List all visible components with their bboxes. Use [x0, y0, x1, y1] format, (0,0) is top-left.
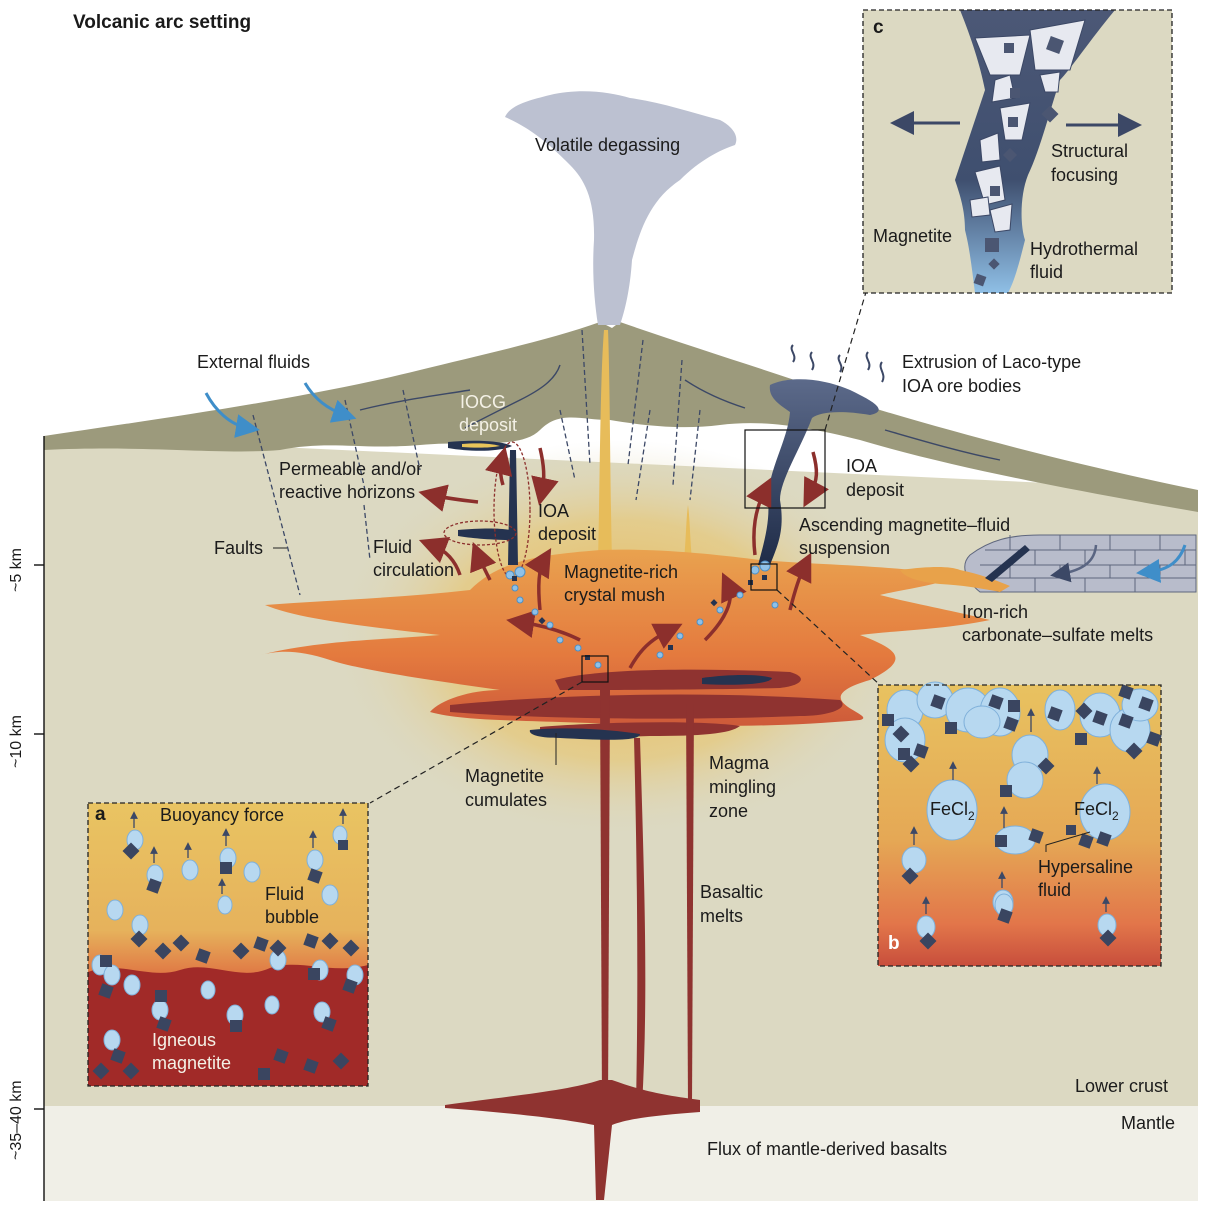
iocg-vein: [458, 450, 518, 565]
label-cumulates-line1: Magnetite: [465, 766, 545, 786]
label-permeable-line1: Permeable and/or: [279, 459, 423, 479]
label-crystal-mush-line1: Magnetite-rich: [564, 562, 679, 582]
label-iron-rich-line1: Iron-rich: [962, 602, 1029, 622]
label-external-fluids: External fluids: [197, 352, 311, 372]
label-mantle: Mantle: [1121, 1113, 1176, 1133]
label-faults: Faults: [214, 538, 264, 558]
basalt-flux: [445, 1080, 700, 1200]
inset-b-hypersaline-line1: Hypersaline: [1038, 857, 1134, 877]
magnetite-lens: [702, 675, 772, 685]
depth-label-5km: ~5 km: [8, 547, 25, 592]
inset-b-magnetite: [882, 684, 1162, 950]
inset-b-buoyancy-arrows: [910, 708, 1110, 914]
label-mingling-line2: mingling: [709, 777, 777, 797]
basalt-feeder-1: [600, 690, 610, 1106]
steam-icon: [790, 344, 885, 383]
inset-a-igneous-line1: Igneous: [152, 1030, 217, 1050]
label-permeable-line2: reactive horizons: [279, 482, 416, 502]
inset-a-fluid-line2: bubble: [265, 907, 320, 927]
inset-c-magnetite: Magnetite: [873, 226, 953, 246]
label-crystal-mush-line2: crystal mush: [564, 585, 666, 605]
diagram-title: Volcanic arc setting: [73, 12, 252, 33]
inset-a-fluid-line1: Fluid: [265, 884, 305, 904]
label-iocg-deposit-line2: deposit: [459, 415, 518, 435]
label-extrusion-line2: IOA ore bodies: [902, 376, 1022, 396]
structural-focusing-arrows: [890, 111, 1142, 137]
hypersaline-leader: [1045, 831, 1091, 852]
central-conduit: [598, 330, 612, 560]
basalt-feeder-3: [686, 700, 694, 1106]
magnetite-cumulates: [529, 728, 640, 740]
label-cumulates-line2: cumulates: [465, 790, 548, 810]
inset-c-structural-line1: Structural: [1051, 141, 1129, 161]
inset-a-igneous-line2: magnetite: [152, 1053, 232, 1073]
laco-ioa-body: [758, 379, 879, 565]
inset-a-panel: [87, 802, 369, 1087]
inset-c-structural-line2: focusing: [1051, 165, 1119, 185]
inset-c-hydrothermal-line2: fluid: [1030, 262, 1064, 282]
external-fluid-arrows: [204, 382, 1187, 583]
label-flux: Flux of mantle-derived basalts: [707, 1139, 948, 1159]
inset-a-magnetite: [92, 840, 360, 1080]
label-mingling-line1: Magma: [709, 753, 770, 773]
label-volatile-degassing: Volatile degassing: [535, 135, 681, 155]
faults: [252, 329, 701, 596]
label-ioa-left-line1: IOA: [538, 501, 570, 521]
label-iocg-deposit-line1: IOCG: [460, 392, 507, 412]
magma-lens-upper: [555, 669, 801, 690]
inset-c-letter: c: [873, 17, 884, 38]
label-extrusion-line1: Extrusion of Laco-type: [902, 352, 1082, 372]
label-ioa-right-line1: IOA: [846, 456, 878, 476]
inset-a-letter: a: [95, 804, 106, 825]
breccia-clasts: [969, 19, 1086, 233]
inset-b-locator: [750, 563, 778, 591]
magnetite-fluid-stream: [505, 560, 779, 669]
magma-chamber: [260, 549, 990, 726]
iron-rich-melt-tongue: [900, 567, 1010, 592]
inset-c-hydrothermal-line1: Hydrothermal: [1030, 239, 1139, 259]
permeable-outline-vertical: [493, 441, 531, 579]
inset-a-buoyancy-arrows: [130, 808, 347, 894]
depth-label-35km: ~35–40 km: [8, 1080, 25, 1160]
label-ascending-line1: Ascending magnetite–fluid: [799, 515, 1011, 535]
inset-c-magnetite: [973, 36, 1064, 287]
label-basaltic-line1: Basaltic: [700, 882, 764, 902]
label-ioa-right-line2: deposit: [846, 480, 905, 500]
inset-a-locator: [581, 655, 609, 683]
dike-lines: [359, 364, 1001, 461]
inset-b-fecl2-right: FeCl2: [1074, 799, 1119, 823]
secondary-conduit: [684, 505, 692, 560]
label-iron-rich-line2: carbonate–sulfate melts: [962, 625, 1154, 645]
inset-c-panel: [862, 9, 1173, 294]
depth-label-10km: ~10 km: [8, 715, 25, 768]
basalt-feeder-2: [634, 738, 646, 1106]
label-ioa-left-line2: deposit: [538, 524, 597, 544]
volcano-edifice: [44, 322, 1198, 512]
label-fluid-circulation-line1: Fluid: [373, 537, 413, 557]
inset-b-panel: [877, 681, 1162, 967]
label-lower-crust: Lower crust: [1075, 1076, 1169, 1096]
volatile-plume: [505, 91, 737, 326]
label-mingling-line3: zone: [709, 801, 749, 821]
magma-lens-middle: [450, 694, 843, 719]
label-ascending-line2: suspension: [799, 538, 891, 558]
inset-b-letter: b: [888, 933, 900, 954]
label-basaltic-line2: melts: [700, 906, 744, 926]
circulation-arrows: [418, 446, 829, 669]
inset-c-locator: [744, 429, 826, 509]
carbonate-inner-arrow: [1050, 544, 1098, 583]
callout-lines: [369, 291, 881, 804]
iron-melt-dike: [985, 545, 1030, 582]
label-fluid-circulation-line2: circulation: [373, 560, 455, 580]
inset-b-hypersaline-line2: fluid: [1038, 880, 1072, 900]
inset-a-buoyancy: Buoyancy force: [160, 805, 285, 825]
inset-b-fecl2-left: FeCl2: [930, 799, 975, 823]
